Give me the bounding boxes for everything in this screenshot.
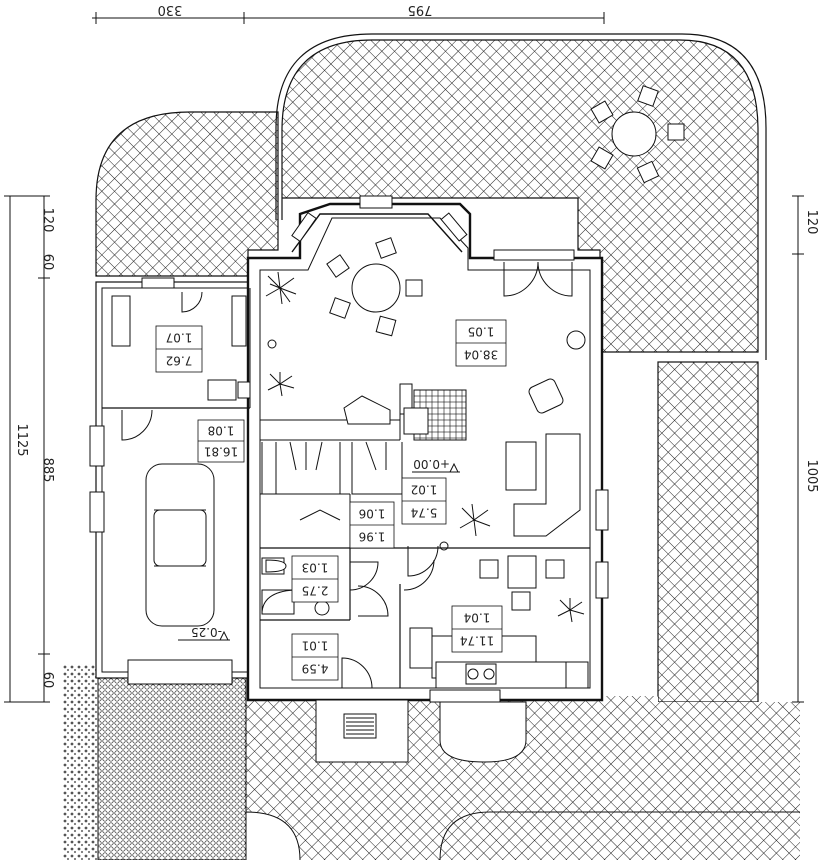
dim-left-sub: 60 bbox=[40, 254, 55, 271]
dim-left-main: 885 bbox=[40, 458, 55, 483]
staircase bbox=[261, 441, 403, 521]
room-number: 1.04 bbox=[464, 611, 491, 625]
room-area: 1.96 bbox=[359, 530, 386, 544]
plants bbox=[265, 271, 586, 623]
dim-top-right: 795 bbox=[408, 2, 433, 17]
room-label-1-06: 1.06 1.96 bbox=[349, 501, 395, 549]
windows bbox=[89, 195, 609, 703]
room-labels: 1.01 4.59 1.02 5.74 1.03 2.75 1.04 11.74 1.05 38.… bbox=[155, 319, 507, 681]
dim-top-left: 330 bbox=[158, 2, 183, 17]
level-marks: +0.00 -0.25 bbox=[178, 457, 460, 641]
room-area: 11.74 bbox=[460, 634, 494, 648]
room-area: 7.62 bbox=[166, 354, 193, 368]
kitchen-units bbox=[409, 555, 589, 689]
furniture bbox=[111, 85, 685, 763]
room-area: 16.81 bbox=[204, 445, 238, 459]
room-number: 1.03 bbox=[302, 561, 329, 575]
room-area: 2.75 bbox=[302, 584, 329, 598]
dimension-text: 330 795 1125 885 60 120 60 1005 120 bbox=[14, 2, 818, 688]
dim-right-top: 120 bbox=[804, 210, 818, 235]
room-number: 1.05 bbox=[468, 325, 495, 339]
room-number: 1.06 bbox=[359, 507, 386, 521]
room-area: 5.74 bbox=[411, 506, 438, 520]
room-number: 1.01 bbox=[302, 639, 329, 653]
car bbox=[145, 463, 215, 627]
room-number: 1.02 bbox=[411, 483, 438, 497]
room-label-1-04: 1.04 11.74 bbox=[451, 605, 503, 653]
room-label-1-05: 1.05 38.04 bbox=[455, 319, 507, 367]
room-label-1-01: 1.01 4.59 bbox=[291, 633, 339, 681]
dim-left-total: 1125 bbox=[14, 423, 29, 456]
dimension-lines bbox=[4, 12, 804, 703]
room-area: 4.59 bbox=[302, 662, 329, 676]
doormat bbox=[343, 713, 377, 739]
room-label-1-08: 1.08 16.81 bbox=[197, 419, 245, 463]
room-area: 38.04 bbox=[464, 348, 498, 362]
room-label-1-02: 1.02 5.74 bbox=[401, 477, 447, 525]
room-label-1-03: 1.03 2.75 bbox=[291, 555, 339, 603]
doors bbox=[121, 261, 573, 689]
level-main: +0.00 bbox=[413, 457, 450, 471]
room-label-1-07: 1.07 7.62 bbox=[155, 325, 203, 373]
driveway-paving bbox=[62, 664, 247, 860]
room-number: 1.07 bbox=[166, 331, 193, 345]
dim-left-bottom: 60 bbox=[40, 672, 55, 689]
dim-right-total: 1005 bbox=[804, 459, 818, 492]
dim-left-top: 120 bbox=[40, 208, 55, 233]
level-garage: -0.25 bbox=[191, 625, 222, 639]
room-number: 1.08 bbox=[208, 424, 235, 438]
